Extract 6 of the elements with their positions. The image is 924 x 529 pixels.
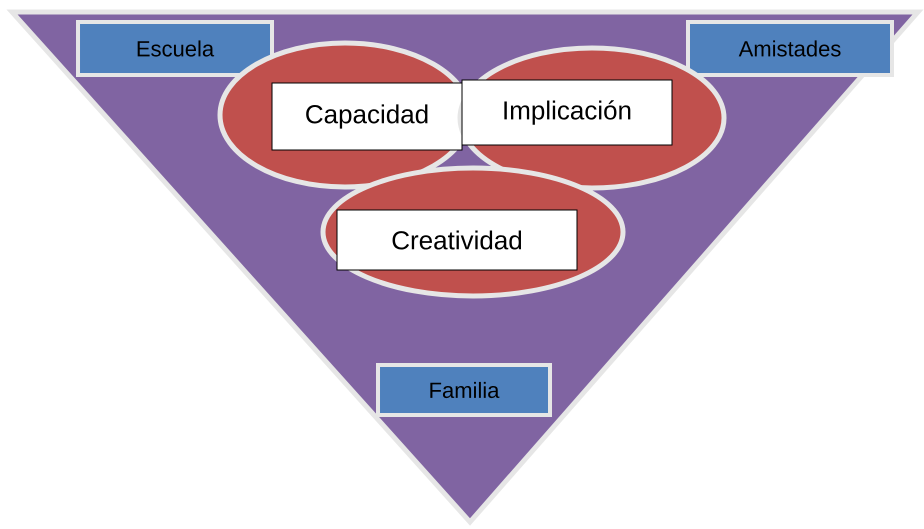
oval-box: Creatividad [320, 166, 626, 298]
label-box: Amistades [686, 20, 894, 77]
label-box: Familia [376, 363, 552, 417]
oval-box: Implicación [458, 46, 726, 190]
oval-box: Capacidad [218, 40, 472, 190]
label-box: Escuela [76, 20, 274, 77]
